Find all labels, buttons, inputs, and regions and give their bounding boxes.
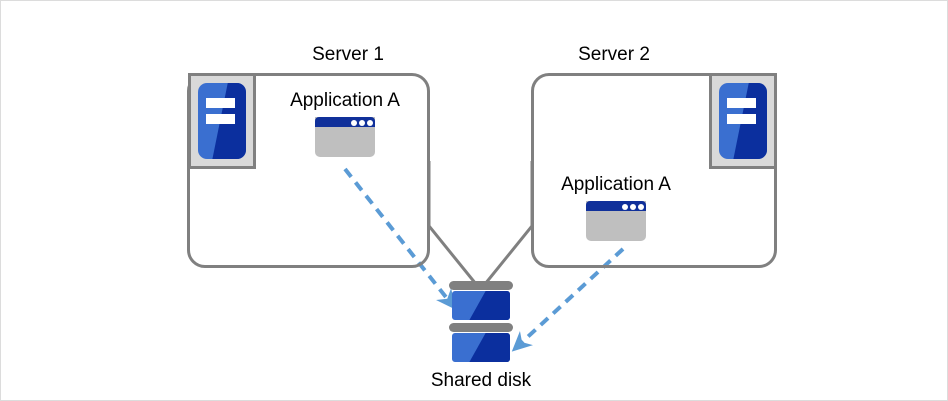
connector-server1-to-disk [427, 161, 482, 290]
disk-platter-top [452, 291, 510, 320]
server-icon-bar-top [205, 98, 236, 109]
window-dot-2 [629, 204, 636, 211]
window-dot-1 [622, 204, 628, 211]
shared-disk-icon [449, 281, 513, 363]
server-1-title: Server 1 [312, 44, 384, 65]
shared-disk-label: Shared disk [430, 370, 532, 391]
server-1-server-icon [188, 73, 256, 169]
window-titlebar [586, 201, 646, 211]
server-2-server-icon [709, 73, 777, 169]
window-dot-2 [358, 120, 365, 127]
server-icon-chassis [198, 83, 246, 159]
server-1-application-label: Application A [290, 90, 400, 111]
window-dot-1 [351, 120, 357, 127]
disk-cap-bottom [449, 323, 513, 332]
server-2-application-window-icon [586, 201, 646, 241]
window-dot-3 [637, 204, 644, 211]
disk-cap-top [449, 281, 513, 290]
disk-platter-bottom [452, 333, 510, 362]
window-dot-3 [366, 120, 373, 127]
disk-platter-shading [469, 291, 510, 320]
server-1-application-window-icon [315, 117, 375, 157]
disk-platter-shading [469, 333, 510, 362]
arrow-app-a-server2-to-disk [511, 247, 625, 352]
arrow-app-a-server1-to-disk [343, 167, 456, 310]
server-icon-bar-bottom [726, 114, 757, 125]
server-2-application-label: Application A [561, 174, 671, 195]
server-2-box[interactable] [531, 73, 777, 268]
server-icon-chassis [719, 83, 767, 159]
window-titlebar [315, 117, 375, 127]
server-2-title: Server 2 [578, 44, 650, 65]
server-1-box[interactable] [187, 73, 430, 268]
connector-server2-to-disk [479, 161, 534, 290]
server-icon-bar-bottom [205, 114, 236, 125]
server-icon-bar-top [726, 98, 757, 109]
